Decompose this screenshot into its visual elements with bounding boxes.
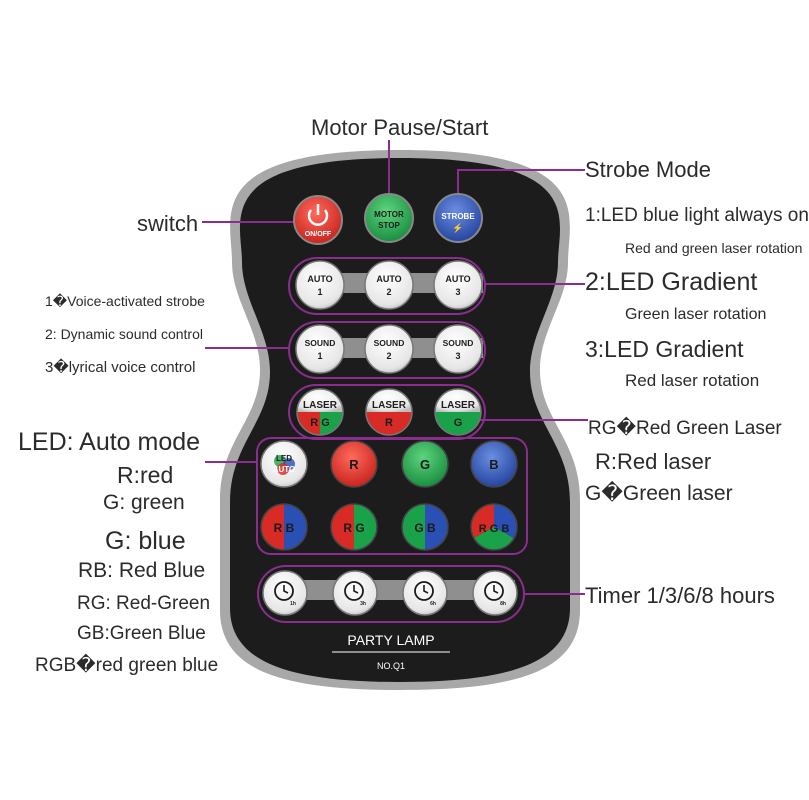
sound-1-button[interactable]: SOUND 1 — [295, 324, 345, 374]
led-b-letter: B — [489, 457, 498, 472]
led-r-label: R:red — [117, 462, 174, 488]
led-auto-label-2: AUTO — [273, 465, 296, 474]
motor-label-line1: MOTOR — [374, 210, 404, 219]
led-g-label: G: green — [103, 491, 185, 514]
sound-mode-3: 3�lyrical voice control — [45, 359, 196, 376]
led-auto-button[interactable]: LED AUTO — [260, 440, 308, 488]
sound-3-number: 3 — [455, 351, 460, 361]
led-rgb-letters: R G B — [479, 523, 510, 535]
strobe-mode-2b: Green laser rotation — [625, 306, 767, 323]
timer-3h-button[interactable]: 3h — [332, 570, 378, 616]
timer-1h-label: 1h — [290, 601, 296, 607]
motor-label-line2: STOP — [378, 221, 400, 230]
auto-2-label: AUTO — [376, 274, 401, 284]
led-rgb-button[interactable]: R G B — [470, 503, 518, 551]
laser-rg-button[interactable]: LASER R G — [296, 388, 344, 436]
timer-8h-button[interactable]: 8h — [472, 570, 518, 616]
led-rg-button[interactable]: R G — [330, 503, 378, 551]
strobe-mode-3: 3:LED Gradient — [585, 336, 744, 362]
laser-g-button[interactable]: LASER G — [434, 388, 482, 436]
sound-1-number: 1 — [317, 351, 322, 361]
auto-group-outline — [288, 257, 486, 315]
auto-3-button[interactable]: AUTO 3 — [433, 260, 483, 310]
strobe-label-line1: STROBE — [441, 212, 475, 221]
led-r-button[interactable]: R — [330, 440, 378, 488]
power-icon — [307, 209, 329, 226]
leader-strobe — [457, 169, 585, 196]
strobe-mode-label: Strobe Mode — [585, 157, 711, 182]
led-r-letter: R — [349, 457, 359, 472]
power-label: ON/OFF — [305, 231, 332, 238]
led-g-button[interactable]: G — [401, 440, 449, 488]
sound-mode-2: 2: Dynamic sound control — [45, 326, 203, 342]
led-b-button[interactable]: B — [470, 440, 518, 488]
laser-r-button[interactable]: LASER R — [365, 388, 413, 436]
sound-2-number: 2 — [386, 351, 391, 361]
clock-icon — [484, 581, 504, 601]
model-label: NO.Q1 — [377, 661, 405, 671]
clock-icon — [414, 581, 434, 601]
power-button[interactable]: ON/OFF — [293, 195, 343, 245]
clock-icon — [274, 581, 294, 601]
auto-1-number: 1 — [317, 287, 322, 297]
led-b-label: G: blue — [105, 527, 186, 555]
laser-rg-label: LASER — [303, 400, 338, 411]
timer-1h-button[interactable]: 1h — [262, 570, 308, 616]
sound-3-button[interactable]: SOUND 3 — [433, 324, 483, 374]
clock-icon — [344, 581, 364, 601]
auto-3-number: 3 — [455, 287, 460, 297]
strobe-button[interactable]: STROBE ⚡ — [433, 193, 483, 243]
led-gb-button[interactable]: G B — [401, 503, 449, 551]
led-gb-letters: G B — [414, 521, 436, 535]
timer-3h-label: 3h — [360, 601, 366, 607]
led-auto-mode-label: LED: Auto mode — [18, 428, 201, 456]
timer-label: Timer 1/3/6/8 hours — [585, 583, 775, 608]
sound-3-label: SOUND — [443, 338, 474, 348]
switch-label: switch — [137, 211, 199, 236]
timer-6h-label: 6h — [430, 601, 436, 607]
led-rg-letters: R G — [343, 521, 364, 535]
strobe-mode-2: 2:LED Gradient — [585, 268, 758, 296]
timer-6h-button[interactable]: 6h — [402, 570, 448, 616]
strobe-bolt-icon: ⚡ — [452, 222, 463, 234]
led-rb-button[interactable]: R B — [260, 503, 308, 551]
auto-3-label: AUTO — [445, 274, 470, 284]
motor-stop-button[interactable]: MOTOR STOP — [364, 193, 414, 243]
auto-2-number: 2 — [386, 287, 391, 297]
led-g-letter: G — [420, 457, 430, 472]
led-auto-label-1: LED — [276, 454, 292, 463]
laser-r-label: LASER — [372, 400, 407, 411]
strobe-mode-1: 1:LED blue light always on — [585, 205, 809, 226]
sound-group-outline — [288, 321, 486, 379]
auto-1-label: AUTO — [307, 274, 332, 284]
sound-1-label: SOUND — [305, 338, 336, 348]
timer-8h-label: 8h — [500, 601, 506, 607]
sound-2-button[interactable]: SOUND 2 — [364, 324, 414, 374]
led-group-outline — [256, 437, 528, 555]
led-rg-label: RG: Red-Green — [77, 593, 211, 614]
auto-2-button[interactable]: AUTO 2 — [364, 260, 414, 310]
sound-2-label: SOUND — [374, 338, 405, 348]
brand-label: PARTY LAMP — [347, 632, 434, 648]
led-rgb-label: RGB�red green blue — [35, 655, 219, 676]
led-rb-letters: R B — [274, 521, 295, 535]
laser-r-label: R:Red laser — [595, 449, 712, 474]
motor-pause-label: Motor Pause/Start — [311, 115, 489, 140]
strobe-mode-1b: Red and green laser rotation — [625, 240, 803, 256]
laser-r-letter: R — [385, 417, 393, 429]
auto-1-button[interactable]: AUTO 1 — [295, 260, 345, 310]
laser-g-label: LASER — [441, 400, 476, 411]
laser-rg-letters: R G — [310, 417, 330, 429]
laser-g-label: G�Green laser — [585, 482, 733, 505]
strobe-mode-3b: Red laser rotation — [625, 371, 760, 390]
laser-g-letter: G — [454, 417, 463, 429]
sound-mode-1: 1�Voice-activated strobe — [45, 293, 205, 309]
led-rb-label: RB: Red Blue — [78, 559, 206, 582]
led-gb-label: GB:Green Blue — [77, 623, 206, 644]
laser-rg-label: RG�Red Green Laser — [588, 418, 782, 439]
